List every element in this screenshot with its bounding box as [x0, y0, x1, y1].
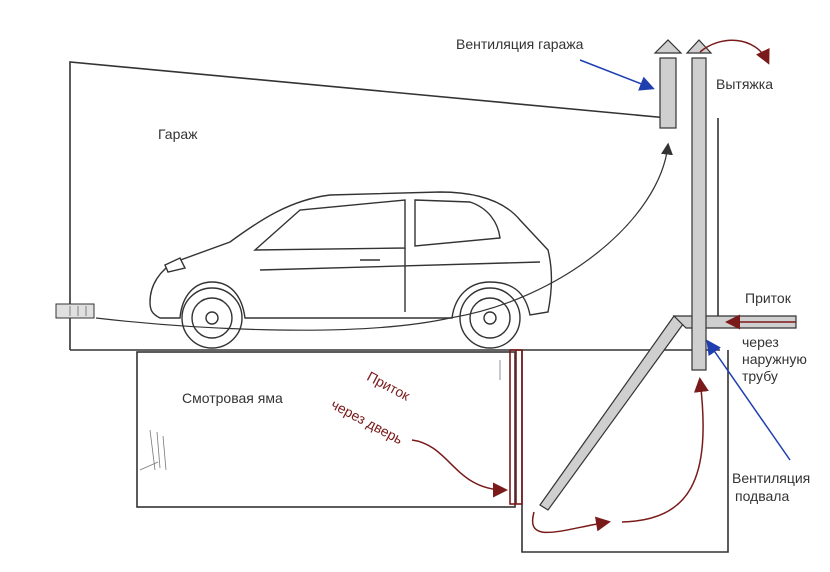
garage-airflow-arrow: [95, 142, 673, 331]
front-wheel: [181, 287, 243, 349]
garage-vent-pipe[interactable]: [653, 39, 683, 129]
through-pipe-label-1: через: [742, 334, 779, 350]
cellar-vent-label-2: подвала: [735, 488, 790, 504]
cellar-flow-arrow-2: [621, 377, 709, 523]
garage-label: Гараж: [158, 126, 198, 142]
garage-vent-label: Вентиляция гаража: [456, 36, 584, 52]
exhaust-pipe[interactable]: [685, 39, 713, 371]
inspection-pit-label: Смотровая яма: [182, 390, 283, 406]
through-pipe-label-2: наружную: [742, 351, 807, 367]
cellar-flow-arrow-1: [531, 511, 611, 534]
exhaust-out-arrow: [699, 39, 770, 65]
car-windows: [253, 199, 501, 251]
inflow-pipe-label: Приток: [745, 290, 791, 306]
wall-vent-grill: [55, 303, 95, 319]
garage-structure: [69, 61, 720, 351]
cellar-vent-pointer: [706, 339, 791, 461]
exhaust-label: Вытяжка: [716, 76, 773, 92]
rear-wheel: [459, 287, 521, 349]
garage-vent-pointer: [579, 59, 655, 91]
inspection-pit: [136, 351, 516, 508]
cellar-vent-label-1: Вентиляция: [732, 470, 811, 486]
car: [149, 191, 553, 349]
through-pipe-label-3: трубу: [742, 368, 778, 384]
pit-door: [509, 349, 523, 505]
inflow-door-arrow: [411, 439, 508, 498]
pit-scratches: [139, 360, 501, 471]
